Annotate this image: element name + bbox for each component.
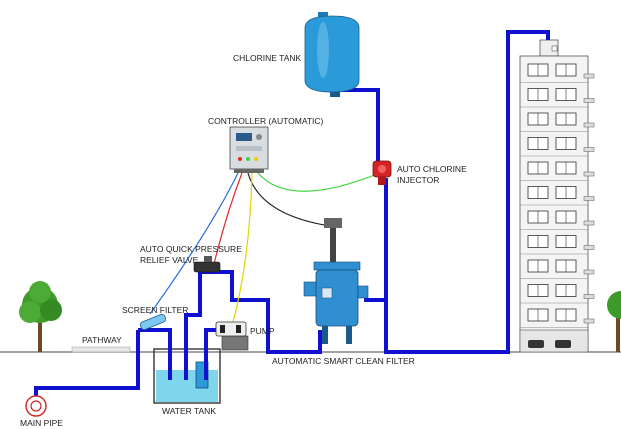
building-floors [520, 63, 595, 328]
pump-suction-line [204, 328, 220, 380]
wire-yellow [231, 172, 253, 327]
label-water-tank: WATER TANK [162, 406, 216, 416]
pipe-inlet-icon [25, 395, 47, 417]
control-wires [149, 171, 383, 327]
control-panel-icon [229, 126, 269, 173]
screen-filter-line [138, 328, 172, 380]
building-balcony [583, 196, 595, 201]
building-balcony [583, 220, 595, 226]
tank-icon [304, 12, 360, 97]
label-pump: PUMP [250, 326, 275, 336]
screen-filter-icon [139, 313, 167, 331]
building-balcony [583, 98, 595, 103]
filter-icon [303, 218, 369, 344]
pathway-strip [71, 346, 131, 353]
wire-red [213, 172, 243, 265]
label-chlorine-tank: CHLORINE TANK [233, 53, 302, 63]
label-relief-valve-line1: AUTO QUICK PRESSURE [140, 244, 242, 254]
wire-black [247, 172, 331, 227]
relief-valve-icon [193, 256, 221, 273]
label-main-pipe: MAIN PIPE [20, 418, 63, 428]
building-balcony [583, 171, 595, 177]
injector-icon [372, 160, 392, 185]
filter-inlet-line [200, 270, 322, 354]
building-balcony [583, 147, 595, 152]
label-pathway: PATHWAY [82, 335, 122, 345]
label-injector-line1: AUTO CHLORINE [397, 164, 467, 174]
label-relief-valve-line2: RELIEF VALVE [140, 255, 199, 265]
building-icon [519, 39, 595, 353]
label-screen-filter: SCREEN FILTER [122, 305, 188, 315]
label-smart-clean-filter: AUTOMATIC SMART CLEAN FILTER [272, 356, 415, 366]
building-balcony [583, 73, 595, 79]
relief-valve-riser [184, 272, 202, 380]
label-controller: CONTROLLER (AUTOMATIC) [208, 116, 324, 126]
building-balcony [583, 245, 595, 250]
tree-icon [19, 281, 62, 352]
wire-blue [149, 172, 239, 315]
building-balcony [583, 294, 595, 299]
tree-icon [607, 291, 621, 352]
pipe-network [34, 30, 550, 403]
building-balcony [583, 122, 595, 128]
label-injector-line2: INJECTOR [397, 175, 439, 185]
pump-icon [215, 321, 249, 351]
chlorine-feed-line [340, 88, 380, 168]
wire-green [257, 171, 383, 192]
building-balcony [583, 318, 595, 324]
building-balcony [583, 269, 595, 275]
